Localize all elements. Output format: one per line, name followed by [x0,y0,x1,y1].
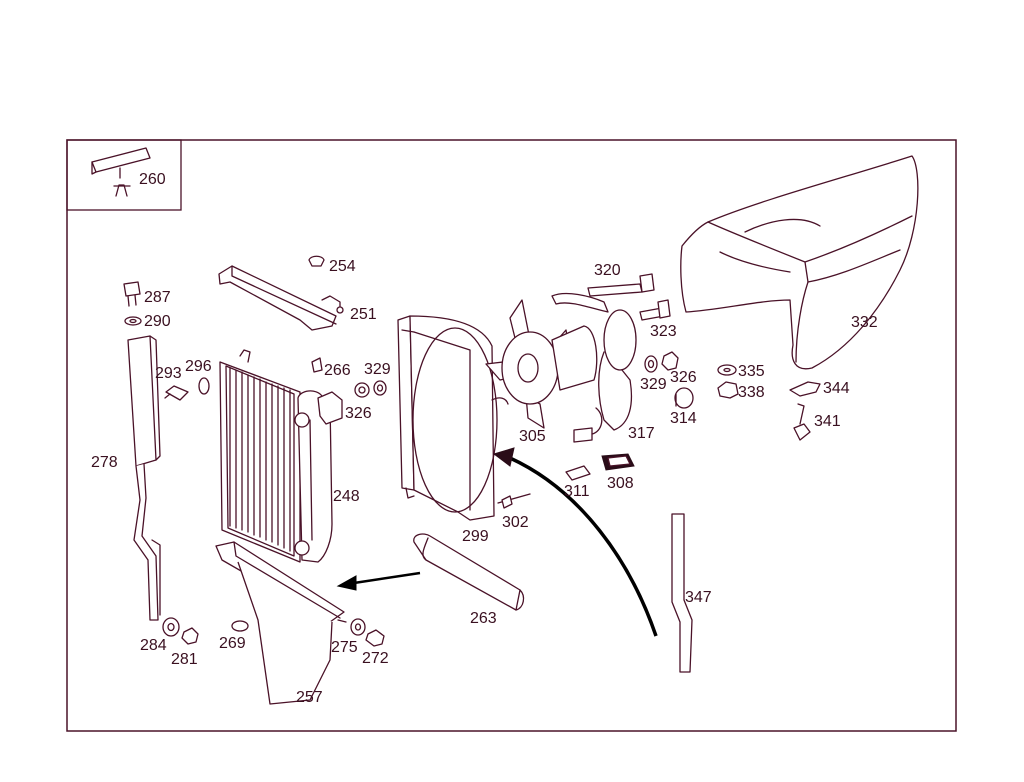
part-label-272[interactable]: 272 [362,650,389,667]
part-label-317[interactable]: 317 [628,425,655,442]
assembly-arrow-curved [492,447,658,637]
part-label-293[interactable]: 293 [155,365,182,382]
part-label-299[interactable]: 299 [462,528,489,545]
part-label-314[interactable]: 314 [670,410,697,427]
side-bracket-drawing [127,335,161,621]
foam-strip-drawing [413,533,525,611]
part-label-275[interactable]: 275 [331,639,358,656]
part-label-338[interactable]: 338 [738,384,765,401]
part-label-332[interactable]: 332 [851,314,878,331]
fan-shroud-drawing [397,315,509,521]
part-label-329-right[interactable]: 329 [640,376,667,393]
part-label-302[interactable]: 302 [502,514,529,531]
air-duct-drawing [680,155,919,370]
inset-box: 260 [66,139,182,211]
assembly-arrow-straight [336,571,421,591]
part-label-263[interactable]: 263 [470,610,497,627]
part-label-326-right[interactable]: 326 [670,369,697,386]
part-label-308[interactable]: 308 [607,475,634,492]
part-labels: 254 251 287 290 293 296 266 329 326 278 … [91,258,878,706]
radiator-nuts-drawing [311,357,387,398]
part-label-269[interactable]: 269 [219,635,246,652]
part-label-287[interactable]: 287 [144,289,171,306]
part-label-344[interactable]: 344 [823,380,850,397]
lower-deflector-drawing [215,541,347,705]
part-label-329-left[interactable]: 329 [364,361,391,378]
part-label-278[interactable]: 278 [91,454,118,471]
part-label-260[interactable]: 260 [139,171,166,188]
part-label-248[interactable]: 248 [333,488,360,505]
fan-nuts-drawing [644,351,694,409]
part-label-281[interactable]: 281 [171,651,198,668]
pin-drawing [497,493,531,509]
sensor-connector-drawing [565,453,635,481]
duct-hardware-drawing [717,364,821,441]
part-label-305[interactable]: 305 [519,428,546,445]
part-label-323[interactable]: 323 [650,323,677,340]
clip-strip-drawing [91,147,151,197]
part-label-290[interactable]: 290 [144,313,171,330]
fan-mount-drawing [551,273,671,431]
top-bracket-drawing [218,255,344,331]
left-fasteners-drawing [123,281,210,401]
part-label-266[interactable]: 266 [324,362,351,379]
radiator-drawing [219,349,343,563]
part-label-326-left[interactable]: 326 [345,405,372,422]
seal-strip-drawing [671,513,693,673]
part-label-284[interactable]: 284 [140,637,167,654]
diagram-frame [66,139,957,732]
part-label-311[interactable]: 311 [564,483,590,500]
part-label-347[interactable]: 347 [685,589,712,606]
part-label-341[interactable]: 341 [814,413,841,430]
fan-motor-drawing [485,299,603,443]
part-label-251[interactable]: 251 [350,306,377,323]
part-label-296[interactable]: 296 [185,358,212,375]
part-label-254[interactable]: 254 [329,258,356,275]
part-label-257[interactable]: 257 [296,689,323,706]
part-label-320[interactable]: 320 [594,262,621,279]
part-label-335[interactable]: 335 [738,363,765,380]
lower-nuts-drawing [162,617,385,647]
